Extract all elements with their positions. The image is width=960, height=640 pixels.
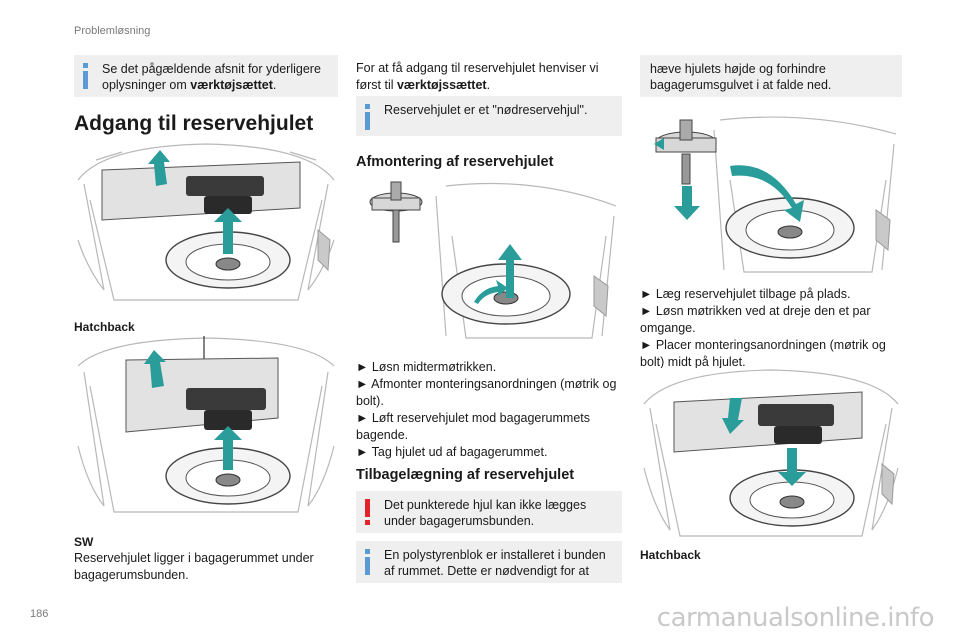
warning-icon: [365, 499, 370, 525]
info-icon: [365, 104, 370, 130]
heading-refit: Tilbagelægning af reservehjulet: [356, 467, 575, 483]
watermark: carmanualsonline.info: [656, 603, 935, 633]
sw-trunk-illustration: [74, 336, 338, 516]
spare-wheel-refit-illustration: [640, 110, 902, 276]
info-icon: [83, 63, 88, 89]
hatchback-trunk-illustration: [74, 140, 338, 308]
refit-steps: ► Læg reservehjulet tilbage på plads. ► …: [640, 287, 886, 369]
info-note-continued: hæve hjulets højde og forhindre bagageru…: [640, 55, 902, 97]
section-heading: Adgang til reservehjulet: [74, 112, 314, 135]
info-note-polystyrene: En polystyrenblok er installeret i bunde…: [356, 541, 622, 583]
sw-description: Reservehjulet ligger i bagagerummet unde…: [74, 551, 314, 582]
info-icon: [365, 549, 370, 575]
page-number: 186: [30, 608, 49, 620]
hatchback-refit-illustration: [640, 368, 902, 538]
info-note: Se det pågældende afsnit for yderligere …: [74, 55, 338, 97]
caption-hatchback-refit: Hatchback: [640, 548, 701, 562]
warning-note: Det punkterede hjul kan ikke lægges unde…: [356, 491, 622, 533]
info-note-emergency-wheel: Reservehjulet er et "nødreservehjul".: [356, 96, 622, 136]
spare-wheel-removal-illustration: [356, 176, 622, 342]
intro-text: For at få adgang til reservehjulet henvi…: [356, 61, 599, 92]
removal-steps: ► Løsn midtermøtrikken. ► Afmonter monte…: [356, 360, 617, 459]
caption-hatchback: Hatchback: [74, 320, 135, 334]
running-header: Problemløsning: [74, 25, 151, 37]
heading-removal: Afmontering af reservehjulet: [356, 154, 554, 170]
caption-sw: SW: [74, 535, 94, 549]
